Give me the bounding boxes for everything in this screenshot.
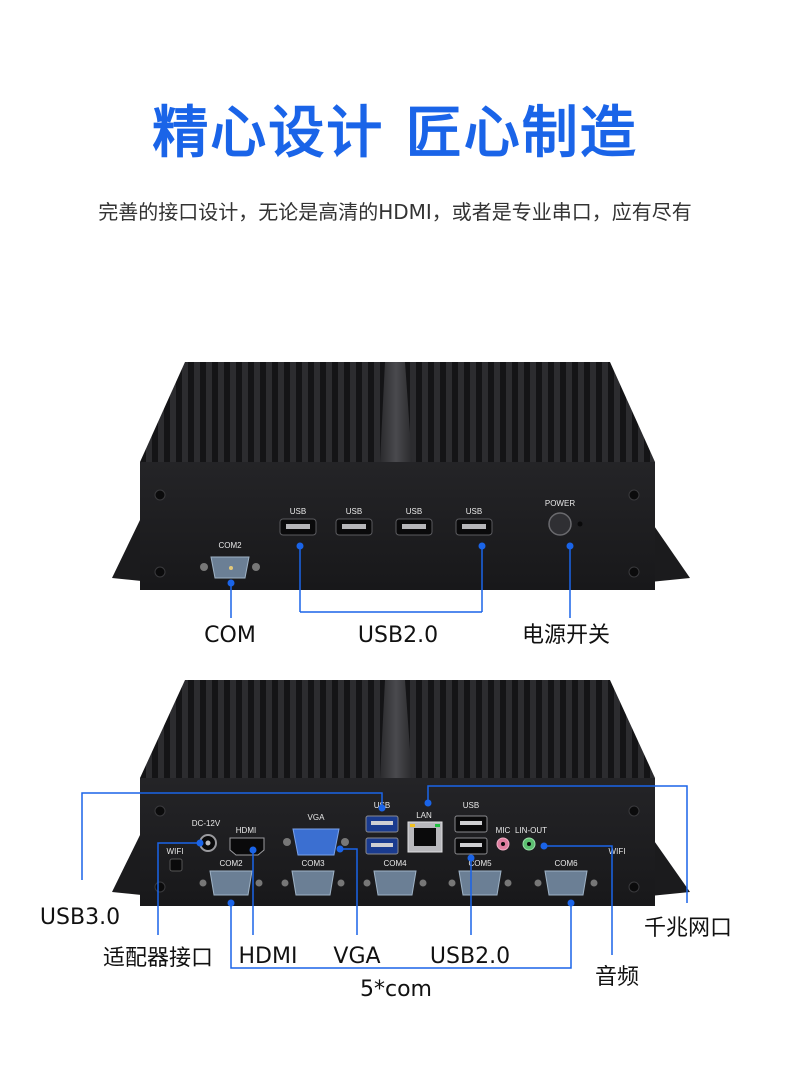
- svg-text:USB: USB: [290, 507, 306, 516]
- callout-vga: VGA: [333, 944, 380, 969]
- front-com2-port: COM2: [200, 541, 260, 579]
- front-device: COM2 USB USB USB USB: [112, 362, 690, 648]
- svg-text:USB: USB: [406, 507, 422, 516]
- callout-hdmi: HDMI: [239, 944, 298, 969]
- svg-text:COM5: COM5: [468, 859, 492, 868]
- svg-text:HDMI: HDMI: [236, 826, 256, 835]
- com5-port: COM5: [448, 859, 512, 896]
- dc-power-jack: DC-12V: [192, 819, 221, 852]
- callout-com: COM: [204, 623, 256, 648]
- rear-com-ports: COM2 COM3 COM4 COM5 COM6: [199, 859, 598, 896]
- svg-text:DC-12V: DC-12V: [192, 819, 221, 828]
- page-subtitle: 完善的接口设计，无论是高清的HDMI，或者是专业串口，应有尽有: [98, 200, 692, 224]
- front-callout-lines: [227, 542, 574, 618]
- callout-gigabit-lan: 千兆网口: [644, 916, 732, 941]
- usb2-rear-ports: USB: [454, 801, 488, 855]
- line-out-jack: LIN-OUT: [515, 826, 547, 851]
- svg-text:USB: USB: [466, 507, 482, 516]
- svg-text:COM6: COM6: [554, 859, 578, 868]
- rear-callout-lines: [81, 785, 688, 969]
- front-usb-port-3: USB: [395, 507, 433, 536]
- svg-text:MIC: MIC: [496, 826, 511, 835]
- svg-text:WIFI: WIFI: [167, 847, 184, 856]
- front-usb-port-1: USB: [279, 507, 317, 536]
- rear-device: DC-12V WIFI HDMI VGA USB LAN: [40, 680, 732, 1002]
- svg-text:COM3: COM3: [301, 859, 325, 868]
- com6-port: COM6: [534, 859, 598, 896]
- page-title: 精心设计 匠心制造: [152, 101, 638, 166]
- lan-port: LAN: [407, 811, 443, 853]
- wifi-antenna-left: WIFI: [167, 847, 184, 872]
- front-usb-port-2: USB: [335, 507, 373, 536]
- rear-heatsink-center: [380, 680, 412, 778]
- vga-port: VGA: [283, 813, 349, 856]
- callout-usb2-rear: USB2.0: [430, 944, 510, 969]
- com4-port: COM4: [363, 859, 427, 896]
- front-heatsink-center: [380, 362, 412, 462]
- svg-text:USB: USB: [346, 507, 362, 516]
- callout-5com: 5*com: [360, 977, 432, 1002]
- rear-screws: [154, 805, 640, 893]
- front-com2-label: COM2: [218, 541, 242, 550]
- front-screws: [154, 489, 640, 578]
- wifi-antenna-right: WIFI: [609, 847, 626, 856]
- power-label: POWER: [545, 499, 575, 508]
- callout-audio: 音频: [595, 965, 639, 990]
- svg-text:COM4: COM4: [383, 859, 407, 868]
- svg-text:LIN-OUT: LIN-OUT: [515, 826, 547, 835]
- callout-power-switch: 电源开关: [522, 623, 610, 648]
- svg-text:WIFI: WIFI: [609, 847, 626, 856]
- mic-jack: MIC: [496, 826, 511, 851]
- svg-text:USB: USB: [463, 801, 479, 810]
- com3-port: COM3: [281, 859, 345, 896]
- svg-text:COM2: COM2: [219, 859, 243, 868]
- power-led-icon: [577, 521, 583, 527]
- svg-text:LAN: LAN: [416, 811, 432, 820]
- callout-usb3: USB3.0: [40, 905, 120, 930]
- front-usb-port-4: USB: [455, 507, 493, 536]
- power-button: POWER: [545, 499, 583, 536]
- callout-usb2-front: USB2.0: [358, 623, 438, 648]
- svg-text:VGA: VGA: [308, 813, 326, 822]
- com2-port: COM2: [199, 859, 263, 896]
- usb3-ports: USB: [365, 801, 399, 855]
- callout-adapter: 适配器接口: [103, 946, 213, 971]
- front-usb-ports: USB USB USB USB: [279, 507, 493, 536]
